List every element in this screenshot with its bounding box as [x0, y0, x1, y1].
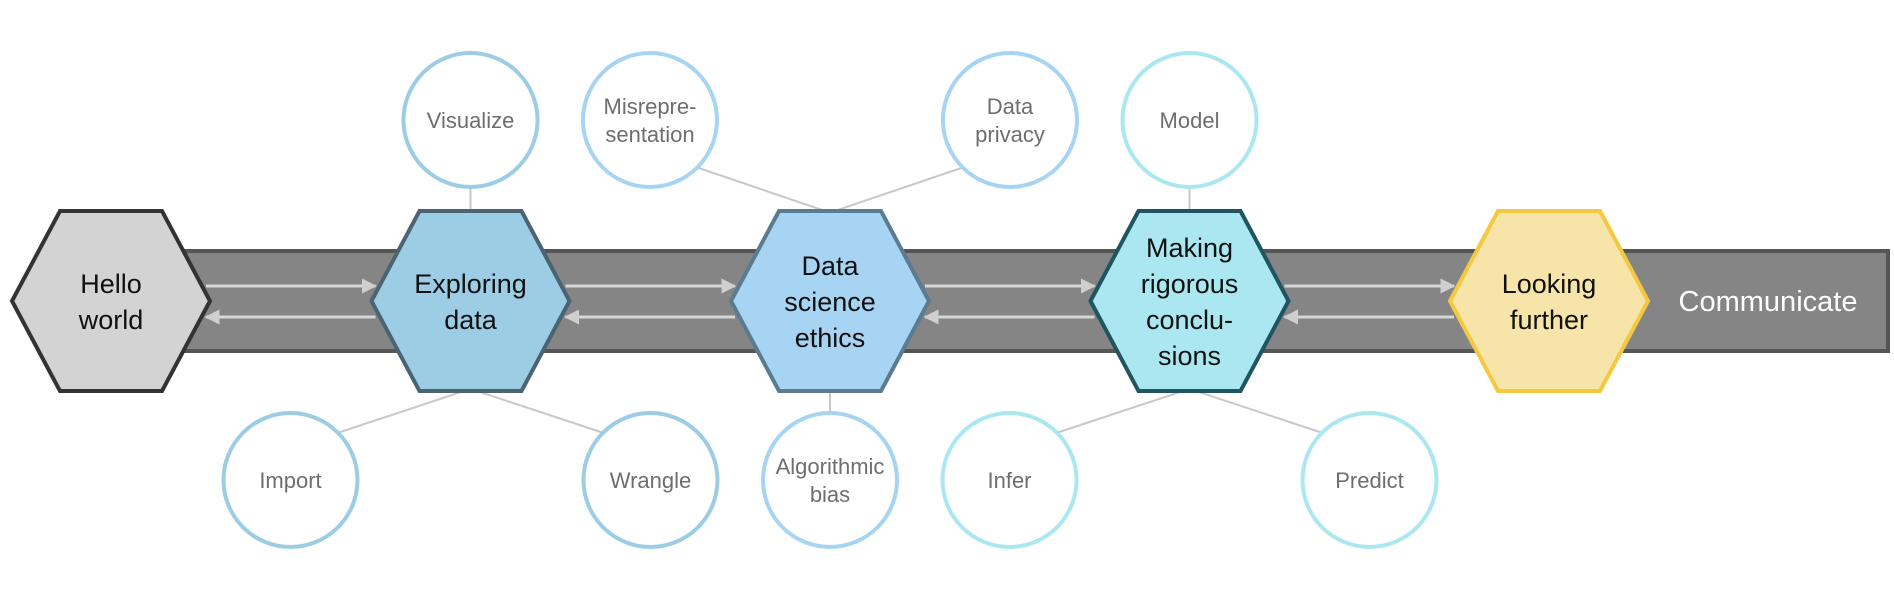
topic-visualize[interactable]: Visualize [401, 51, 540, 189]
connection-hello-world-to-exploring-data [204, 278, 377, 325]
stage-label: Data [801, 251, 859, 281]
stage-label: world [78, 305, 144, 335]
topic-label: Model [1160, 108, 1220, 133]
stage-hello-world[interactable]: Hello world [9, 209, 213, 393]
stage-looking-further[interactable]: Looking further [1447, 209, 1651, 393]
topic-label: privacy [975, 122, 1045, 147]
communicate-label: Communicate [1679, 286, 1858, 318]
topic-import[interactable]: Import [221, 411, 360, 549]
topic-infer[interactable]: Infer [940, 411, 1079, 549]
stage-label: science [784, 287, 876, 317]
stage-hexagon[interactable] [728, 209, 932, 393]
stage-label: data [444, 305, 498, 335]
topic-model[interactable]: Model [1120, 51, 1259, 189]
stage-label: ethics [795, 323, 866, 353]
stage-label: sions [1158, 341, 1221, 371]
topic-circle[interactable] [940, 411, 1079, 549]
topic-circle[interactable] [581, 411, 720, 549]
stage-label: Making [1146, 233, 1233, 263]
stage-data-science-ethics[interactable]: Data science ethics [728, 209, 932, 393]
stage-label: rigorous [1141, 269, 1239, 299]
topic-label: Algorithmic [776, 454, 885, 479]
connection-making-rigorous-conclusions-to-looking-further [1283, 278, 1456, 325]
topic-label: sentation [605, 122, 694, 147]
topic-label: Wrangle [610, 468, 692, 493]
connection-exploring-data-to-data-science-ethics [564, 278, 737, 325]
topic-misrepresentation[interactable]: Misrepre-sentation [581, 51, 719, 189]
stage-exploring-data[interactable]: Exploring data [369, 209, 572, 393]
stage-label: Looking [1502, 269, 1597, 299]
topic-circle[interactable] [221, 411, 360, 549]
stage-label: conclu- [1146, 305, 1233, 335]
topic-circle[interactable] [1120, 51, 1259, 189]
topic-wrangle[interactable]: Wrangle [581, 411, 720, 549]
stage-label: Exploring [414, 269, 527, 299]
topic-circle[interactable] [941, 51, 1079, 189]
topic-circle[interactable] [1300, 411, 1439, 549]
connection-data-science-ethics-to-making-rigorous-conclusions [923, 278, 1096, 325]
stage-hexagon[interactable] [369, 209, 572, 393]
stage-hexagon[interactable] [9, 209, 213, 393]
stage-label: further [1510, 305, 1588, 335]
topic-label: bias [810, 482, 850, 507]
stage-hexagon[interactable] [1447, 209, 1651, 393]
topic-circle[interactable] [581, 51, 719, 189]
topic-label: Misrepre- [604, 94, 697, 119]
topic-algorithmic-bias[interactable]: Algorithmic bias [761, 411, 899, 549]
stage-making-rigorous-conclusions[interactable]: Making rigorous conclu-sions [1088, 209, 1291, 393]
stage-hexagon[interactable] [1088, 209, 1291, 393]
topic-label: Import [259, 468, 321, 493]
topic-predict[interactable]: Predict [1300, 411, 1439, 549]
topic-label: Visualize [427, 108, 515, 133]
topic-label: Infer [987, 468, 1031, 493]
topic-data-privacy[interactable]: Data privacy [941, 51, 1079, 189]
topic-label: Predict [1335, 468, 1403, 493]
topic-circle[interactable] [761, 411, 899, 549]
topic-circle[interactable] [401, 51, 540, 189]
topic-label: Data [987, 94, 1034, 119]
stage-label: Hello [80, 269, 142, 299]
